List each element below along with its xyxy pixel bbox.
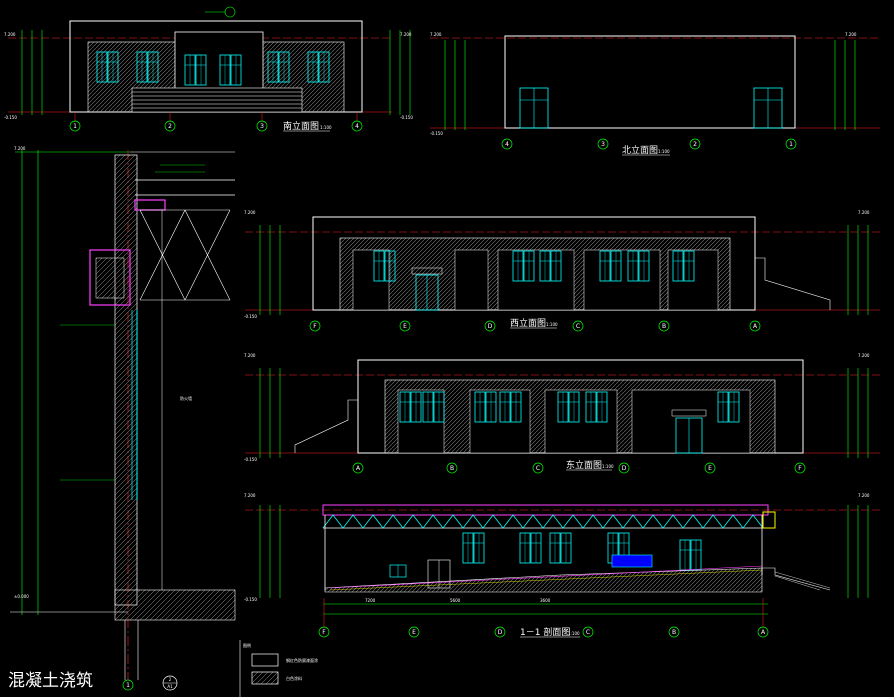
north-axis-3: 3 (601, 141, 605, 148)
section-elev-top: 7.200 (244, 493, 256, 498)
north-elev-neg: -0.150 (430, 131, 443, 136)
west-axis-c: C (576, 323, 580, 330)
section-dim-3: 3600 (540, 598, 551, 603)
north-elevation: 4 3 2 1 7.200 -0.150 7.200 北立面图 1:100 (430, 32, 880, 156)
north-elevation-scale: 1:100 (658, 149, 670, 154)
east-elev-top-r: 7.200 (858, 353, 870, 358)
detail-elev-zero: ±0.000 (14, 594, 29, 599)
south-axis-1: 1 (73, 123, 77, 130)
south-elev-neg-r: -0.150 (400, 115, 413, 120)
section-axis-f: F (322, 629, 326, 636)
legend-heading: 图例 (243, 642, 251, 648)
south-elev-top: 7.200 (4, 32, 16, 37)
east-elevation: A B C D E F 7.200 -0.150 7.200 东立面图 1:10… (244, 353, 880, 474)
west-axis-f: F (313, 323, 317, 330)
east-axis-d: D (622, 465, 627, 472)
south-elev-top-r: 7.200 (400, 32, 412, 37)
south-elev-neg: -0.150 (4, 115, 17, 120)
detail-wall-label: 防火墙 (180, 395, 192, 401)
east-elev-neg: -0.150 (244, 457, 257, 462)
east-axis-b: B (450, 465, 454, 472)
north-elev-top: 7.200 (430, 32, 442, 37)
south-elevation-title: 南立面图 (283, 120, 319, 132)
legend-item-2: 白色涂料 (286, 675, 302, 681)
north-axis-2: 2 (693, 141, 697, 148)
section-1-1: 7200 5600 3600 7.200 -0.150 7.200 F E D … (244, 493, 880, 638)
south-axis-2: 2 (168, 123, 172, 130)
south-elevation-scale: 1:100 (320, 125, 332, 130)
detail-axis: 1 (126, 682, 130, 689)
section-axis-c: C (586, 629, 590, 636)
section-axis-d: D (498, 629, 503, 636)
west-axis-b: B (662, 323, 666, 330)
west-elev-top: 7.200 (244, 210, 256, 215)
east-elevation-title: 东立面图 (566, 459, 602, 471)
section-dim-1: 7200 (365, 598, 376, 603)
south-axis-3: 3 (260, 123, 264, 130)
detail-elev-top: 7.200 (14, 146, 26, 151)
section-title: 1－1 剖面图 (520, 626, 570, 638)
south-elevation: 1 2 3 4 7.200 -0.150 7.200 -0.150 南立面图 1… (4, 6, 413, 132)
west-axis-e: E (403, 323, 407, 330)
west-elevation-scale: 1:100 (546, 322, 558, 327)
stamp-text: 混凝土浇筑 (8, 671, 93, 691)
section-dim-2: 5600 (450, 598, 461, 603)
legend-item-1: 钢红色防腐漆面涂 (286, 657, 318, 663)
west-elev-top-r: 7.200 (858, 210, 870, 215)
wall-section-detail: 7.200 ±0.000 防火墙 1 2 A1 (10, 146, 236, 691)
north-axis-4: 4 (505, 141, 509, 148)
legend-swatch-1 (251, 653, 279, 667)
east-axis-a: A (356, 465, 361, 472)
west-elevation: F E D C B A 7.200 -0.150 7.200 西立面图 1:10… (244, 210, 880, 332)
section-axis-b: B (672, 629, 676, 636)
section-axis-e: E (412, 629, 416, 636)
west-elevation-title: 西立面图 (510, 317, 546, 329)
north-elevation-title: 北立面图 (622, 144, 658, 156)
detail-ref-num: 2 (169, 677, 172, 682)
north-axis-1: 1 (789, 141, 793, 148)
section-axis-a: A (761, 629, 766, 636)
legend: 图例 钢红色防腐漆面涂 白色涂料 (239, 640, 318, 697)
north-elev-top-r: 7.200 (845, 32, 857, 37)
section-elev-neg: -0.150 (244, 597, 257, 602)
detail-ref-sheet: A1 (167, 684, 173, 689)
section-elev-top-r: 7.200 (858, 493, 870, 498)
section-scale: 1:100 (568, 631, 580, 636)
east-elev-top: 7.200 (244, 353, 256, 358)
east-axis-f: F (798, 465, 802, 472)
west-elev-neg: -0.150 (244, 314, 257, 319)
legend-swatch-2 (251, 671, 279, 685)
west-axis-a: A (753, 323, 758, 330)
west-axis-d: D (488, 323, 493, 330)
east-axis-e: E (708, 465, 712, 472)
east-axis-c: C (536, 465, 540, 472)
south-axis-4: 4 (355, 123, 359, 130)
east-elevation-scale: 1:100 (602, 464, 614, 469)
